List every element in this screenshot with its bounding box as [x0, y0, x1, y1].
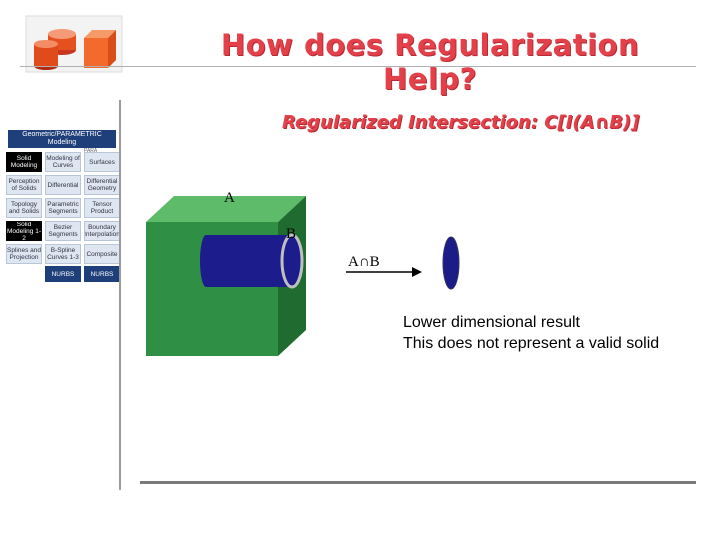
- sidebar-item-modeling-of-curves[interactable]: Modeling of Curves: [45, 152, 81, 172]
- sidebar-item-b-spline-curves[interactable]: B-Spline Curves 1-3: [45, 244, 81, 264]
- sidebar-item-solid-modeling-1-2[interactable]: Solid Modeling 1-2: [6, 221, 42, 241]
- label-b: B: [286, 226, 297, 242]
- sidebar-header[interactable]: Geometric/PARAMETRIC Modeling: [8, 130, 116, 148]
- result-caption: Lower dimensional result This does not r…: [403, 312, 659, 354]
- sidebar-item-parametric-segments[interactable]: Parametric Segments: [45, 198, 81, 218]
- result-ellipse: [442, 236, 460, 290]
- sidebar-item-topology-and-solids[interactable]: Topology and Solids: [6, 198, 42, 218]
- sidebar-item-differential-geometry[interactable]: Differential Geometry: [84, 175, 120, 195]
- label-a: A: [224, 190, 235, 206]
- sidebar-item-tensor-product[interactable]: Tensor Product: [84, 198, 120, 218]
- sidebar-item-perception-of-solids[interactable]: Perception of Solids: [6, 175, 42, 195]
- sidebar-item-solid-modeling[interactable]: Solid Modeling: [6, 152, 42, 172]
- sidebar-item-splines-and-projection[interactable]: Splines and Projection: [6, 244, 42, 264]
- logo-icon: [25, 15, 123, 73]
- sidebar-item-bezier-segments[interactable]: Bezier Segments: [45, 221, 81, 241]
- result-line-2: This does not represent a valid solid: [403, 335, 660, 352]
- slide-title: How does Regularization Help?: [220, 28, 640, 96]
- cylinder-b-shape: [200, 233, 304, 289]
- result-line-1: Lower dimensional result: [403, 314, 580, 331]
- sidebar-top-stub: PARA: [84, 148, 98, 154]
- title-divider: [20, 66, 696, 67]
- sidebar-item-boundary-interpolation[interactable]: Boundary Interpolation: [84, 221, 120, 241]
- sidebar-item-nurbs-surfaces[interactable]: NURBS: [84, 266, 120, 282]
- bottom-divider: [140, 481, 696, 484]
- sidebar-item-surfaces[interactable]: Surfaces: [84, 152, 120, 172]
- arrow-icon: [346, 267, 422, 277]
- intersection-diagram: [146, 196, 460, 356]
- sidebar-item-composite[interactable]: Composite: [84, 244, 120, 264]
- sidebar-item-nurbs-curves[interactable]: NURBS: [45, 266, 81, 282]
- sidebar-divider: [119, 100, 121, 490]
- slide-subtitle: Regularized Intersection: C[I(A∩B)]: [282, 112, 640, 133]
- arrow-label: A∩B: [348, 254, 380, 270]
- sidebar-item-differential[interactable]: Differential: [45, 175, 81, 195]
